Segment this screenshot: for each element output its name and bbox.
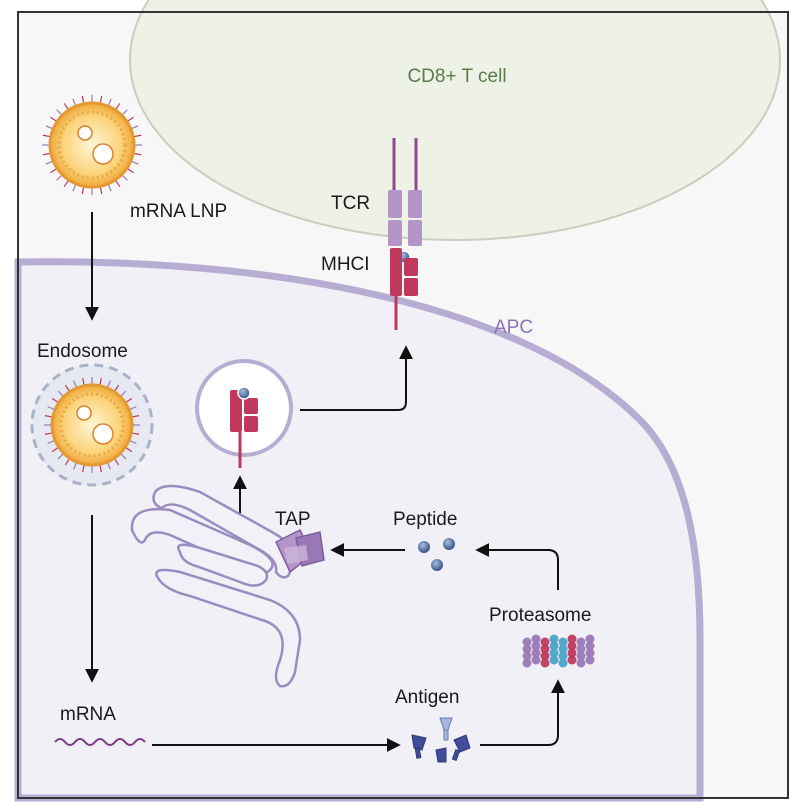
mhc-vesicle [195, 359, 293, 468]
tap-label: TAP [275, 509, 311, 530]
frame-border [17, 11, 789, 799]
endoplasmic-reticulum [130, 484, 302, 688]
mrna-lnp-icon [42, 95, 142, 195]
peptide-cluster [418, 538, 455, 571]
arrow-proteasome-to-peptide [475, 543, 559, 590]
mrna-lnp-label: mRNA LNP [130, 201, 227, 222]
antigen-label: Antigen [395, 687, 459, 708]
peptide-label: Peptide [393, 509, 457, 530]
tcell-label: CD8+ T cell [407, 66, 506, 87]
mrna-strand [54, 738, 146, 746]
arrow-antigen-to-proteasome [480, 679, 565, 746]
endosome-label: Endosome [37, 341, 128, 362]
mrna-label: mRNA [60, 704, 116, 725]
t-cell [129, 0, 781, 241]
proteasome-label: Proteasome [489, 605, 591, 626]
mhci-label: MHCI [321, 254, 370, 275]
proteasome-icon [522, 634, 595, 668]
arrow-vesicle-to-surface [300, 345, 413, 411]
tcr-mhc-complex [388, 138, 422, 330]
tcr-label: TCR [331, 193, 370, 214]
endosome-icon [30, 363, 154, 487]
antigen-proteins [411, 717, 471, 763]
apc-label: APC [494, 317, 533, 338]
tap-transporter [275, 528, 325, 574]
